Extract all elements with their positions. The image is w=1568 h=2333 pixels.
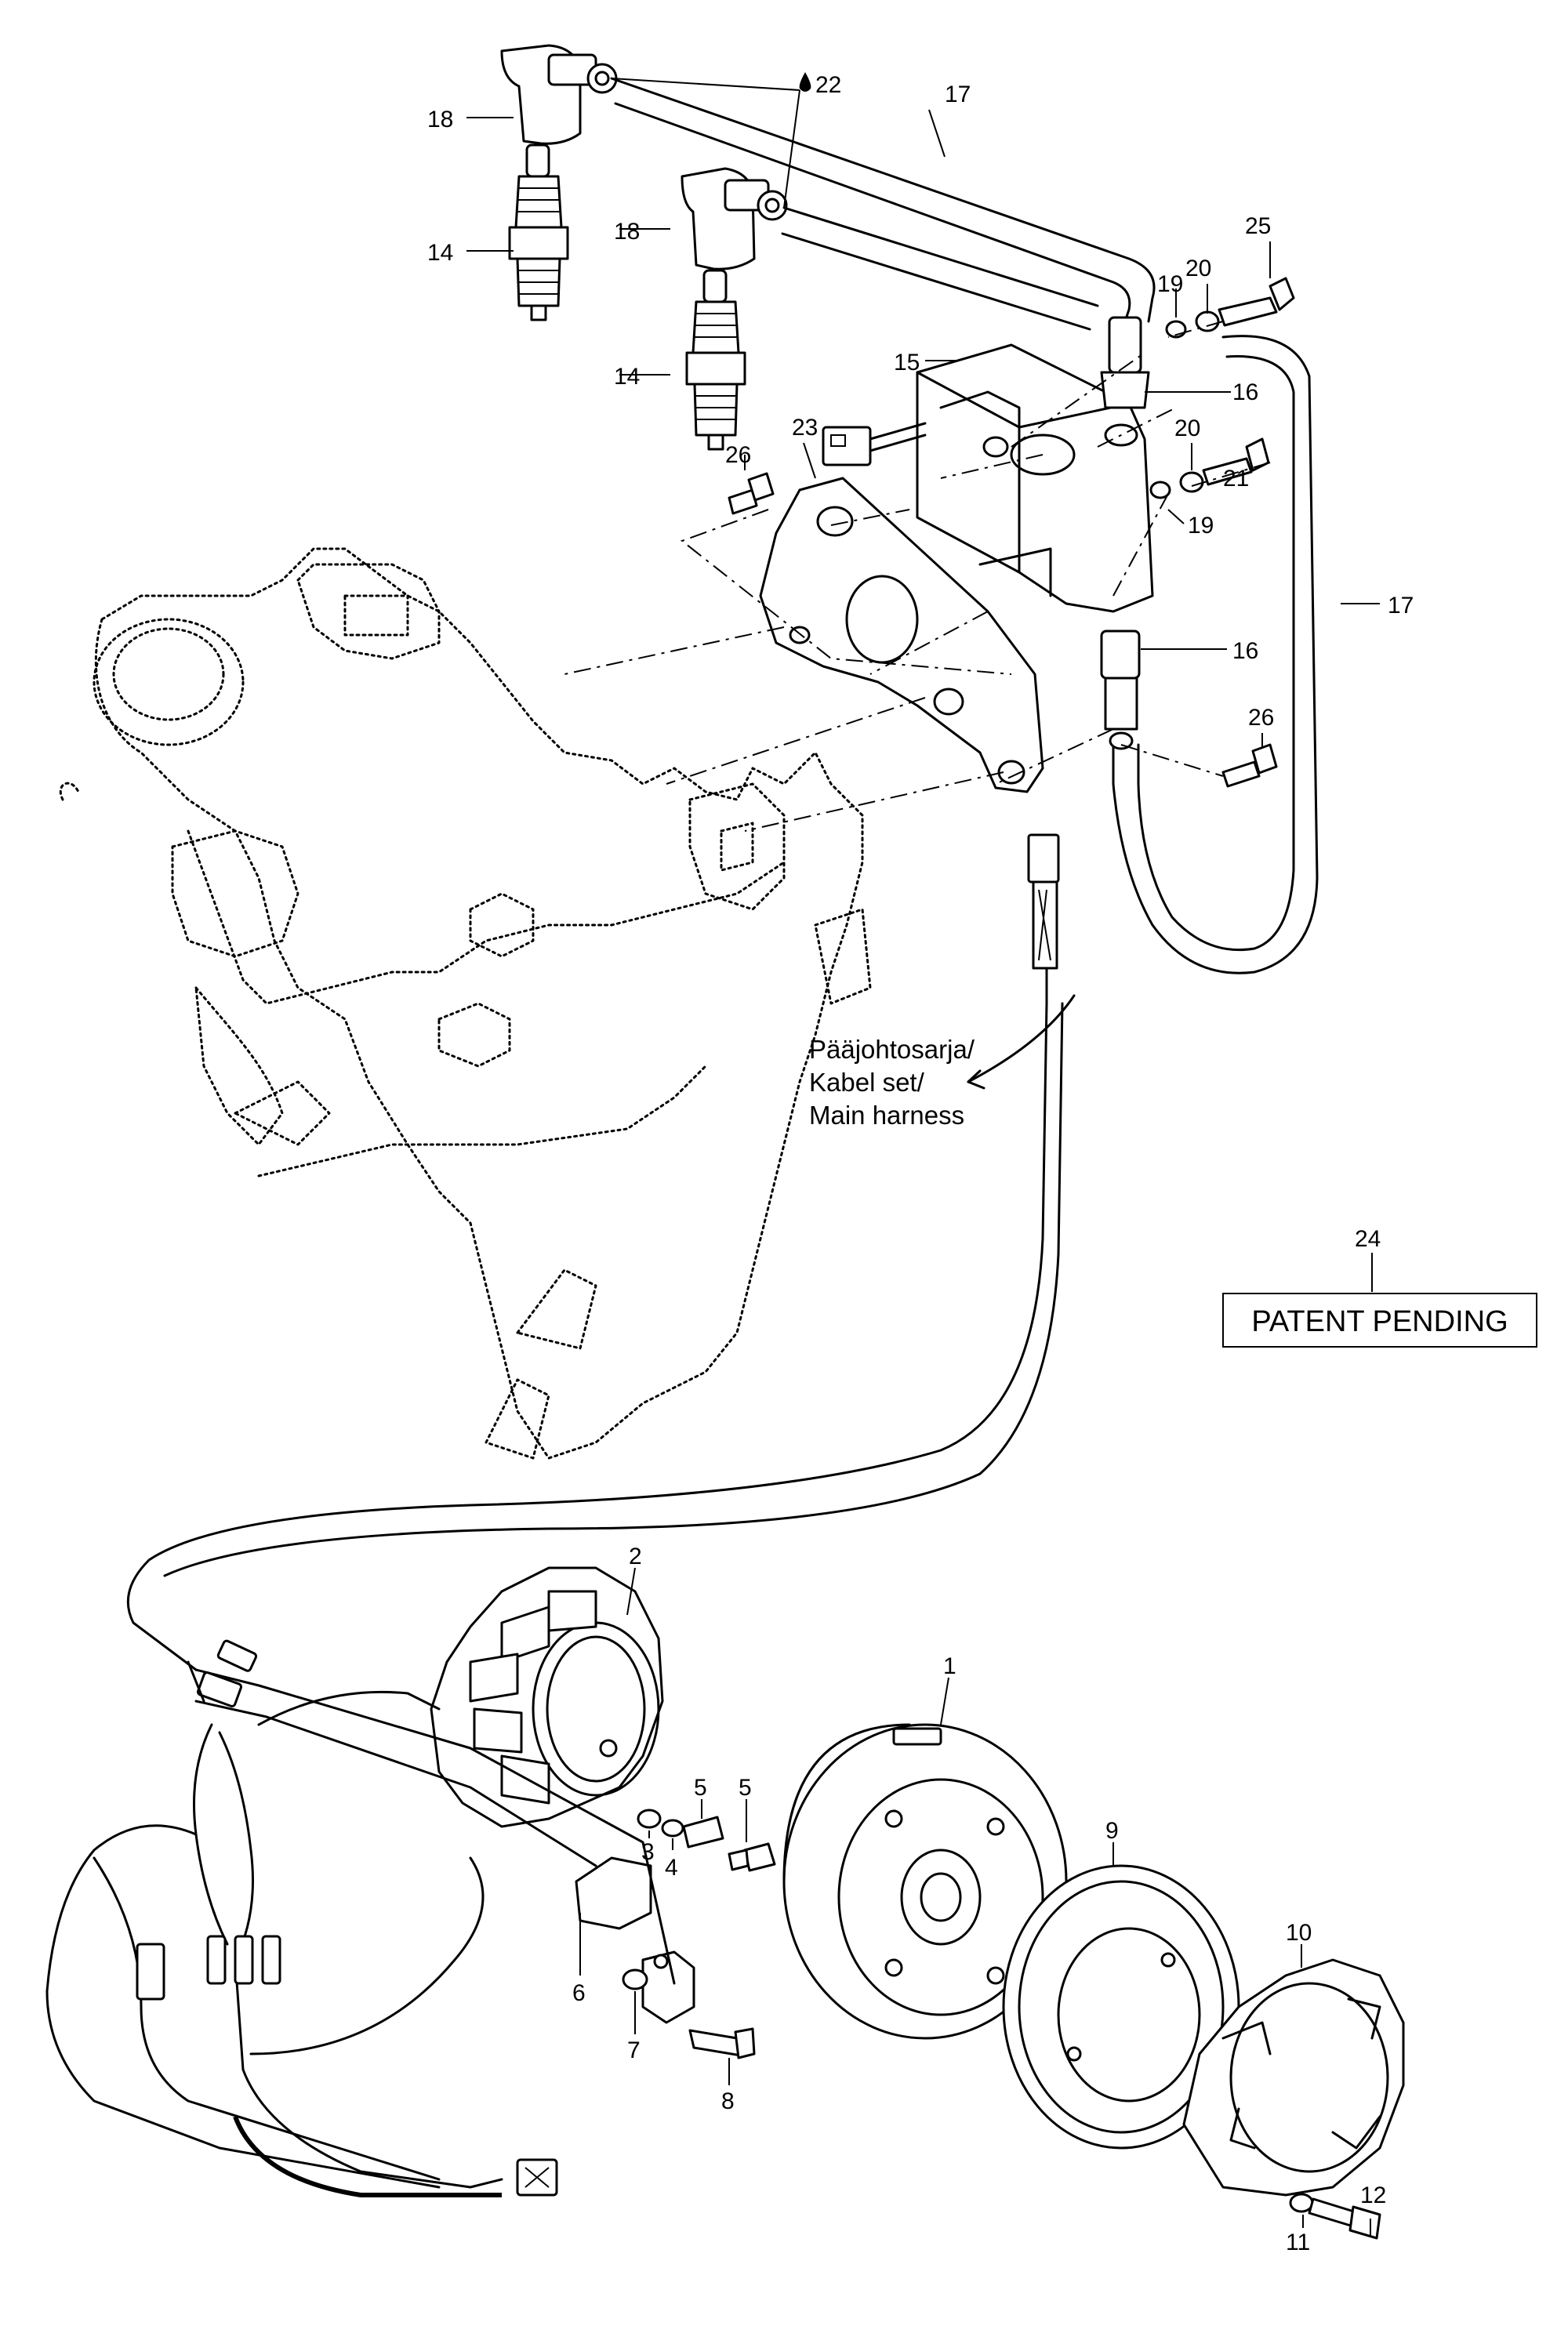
wire-terminal-upper (1100, 316, 1150, 409)
stator-wiring (45, 1668, 676, 2197)
callout-2: 2 (629, 1544, 642, 1569)
callout-23: 23 (792, 415, 818, 441)
callout-10: 10 (1286, 1920, 1312, 1946)
callout-17-upper: 17 (945, 82, 971, 107)
harness-label-line3: Main harness (809, 1101, 964, 1130)
callout-19-upper: 19 (1157, 271, 1183, 297)
callout-21: 21 (1223, 466, 1249, 492)
callout-18-upper: 18 (427, 107, 453, 132)
callout-6: 6 (572, 1980, 586, 2006)
callout-26-upper: 26 (725, 442, 751, 468)
leader-lines (466, 78, 1380, 2236)
harness-label-line1: Pääjohtosarja/ (809, 1035, 975, 1064)
callout-26-lower: 26 (1248, 705, 1274, 731)
callout-15: 15 (894, 350, 920, 376)
spark-plug-cap-lower (681, 167, 788, 270)
callout-9: 9 (1105, 1818, 1119, 1844)
callout-14-lower: 14 (614, 364, 640, 390)
callout-1: 1 (943, 1653, 956, 1679)
harness-connector-upper (967, 833, 1076, 1090)
coil-connector (822, 422, 927, 466)
callout-8: 8 (721, 2088, 735, 2114)
flywheel-bolt (1289, 2193, 1381, 2240)
ignition-coil (916, 343, 1154, 613)
stator-hardware (637, 1809, 776, 1872)
patent-pending-text: PATENT PENDING (1251, 1305, 1508, 1338)
callout-5-left: 5 (694, 1775, 707, 1801)
callout-5-right: 5 (739, 1775, 752, 1801)
callout-22: 22 (815, 72, 841, 98)
callout-17-right: 17 (1388, 593, 1414, 619)
callout-numbers: 18 18 14 14 22 17 25 20 19 15 16 23 20 2… (427, 72, 1414, 2255)
ht-wire-set (610, 77, 1319, 974)
callout-20-lower: 20 (1174, 415, 1200, 441)
callout-24: 24 (1355, 1226, 1381, 1252)
callout-7: 7 (627, 2037, 641, 2063)
spark-plug-lower (685, 269, 746, 451)
oil-tank-outline (59, 547, 872, 1460)
spark-plug-upper (508, 143, 569, 321)
spark-plug-cap-upper (500, 44, 618, 145)
patent-pending-box: PATENT PENDING (1222, 1293, 1537, 1348)
loom-connectors (136, 1639, 558, 2197)
callout-18-lower: 18 (614, 219, 640, 245)
callout-4: 4 (665, 1855, 678, 1881)
wire-terminal-lower (1100, 630, 1141, 750)
drop-icon (799, 72, 811, 92)
callout-14-upper: 14 (427, 240, 453, 266)
ignition-bracket (759, 477, 1044, 793)
callout-19-lower: 19 (1188, 513, 1214, 539)
callout-3: 3 (641, 1839, 655, 1865)
hardware-upper-right (728, 277, 1295, 788)
assembly-lines (564, 321, 1271, 832)
harness-label-line2: Kabel set/ (809, 1068, 925, 1097)
callout-11: 11 (1286, 2230, 1310, 2255)
trigger-coil (575, 1856, 756, 2059)
callout-25: 25 (1245, 213, 1271, 239)
main-harness-label: Pääjohtosarja/ Kabel set/ Main harness (809, 1035, 975, 1130)
callout-20-upper: 20 (1185, 256, 1211, 281)
stator-plate (430, 1566, 664, 1828)
callout-16-lower: 16 (1232, 638, 1258, 664)
flywheel (782, 1723, 1068, 2040)
callout-16-upper: 16 (1232, 379, 1258, 405)
starter-pulley (1182, 1958, 1405, 2197)
callout-12: 12 (1360, 2182, 1386, 2208)
main-harness-cable (126, 1002, 1064, 1671)
